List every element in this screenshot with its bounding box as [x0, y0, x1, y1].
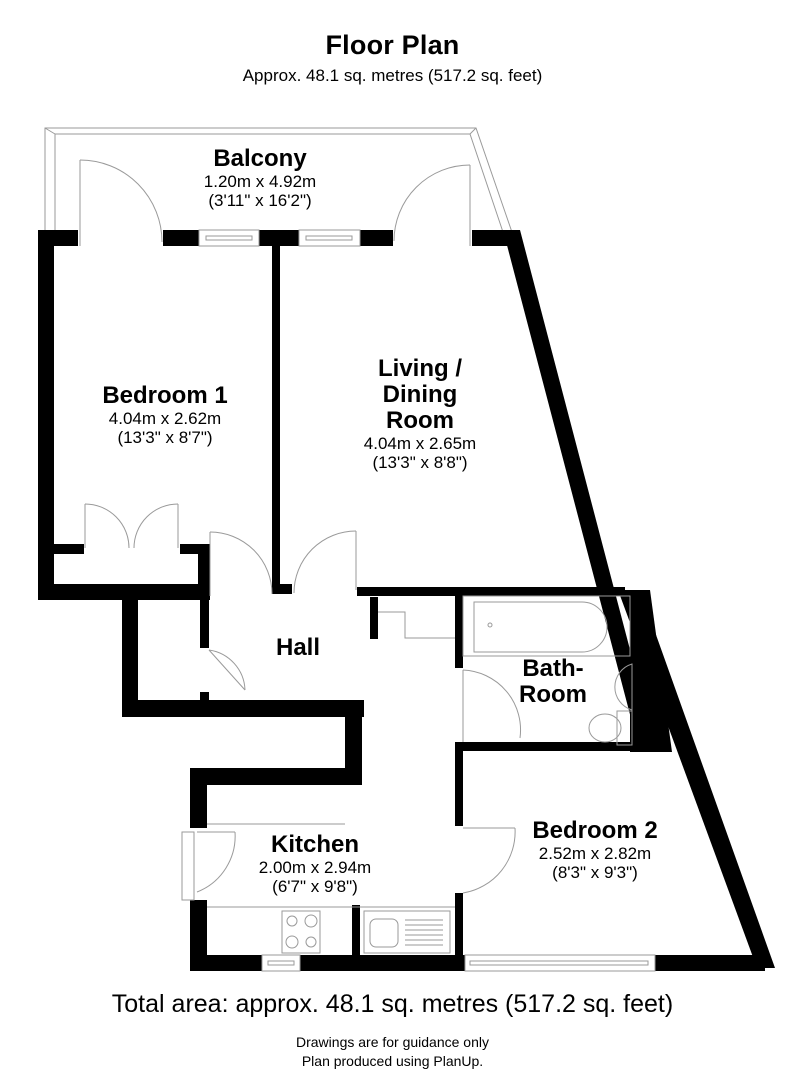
room-label-balcony: Balcony 1.20m x 4.92m (3'11" x 16'2")	[160, 146, 360, 211]
bathroom-fixtures	[462, 595, 633, 746]
total-area: Total area: approx. 48.1 sq. metres (517…	[111, 990, 674, 1018]
room-label-bedroom-1: Bedroom 1 4.04m x 2.62m (13'3" x 8'7")	[60, 383, 270, 448]
plan-title: Floor Plan	[325, 30, 460, 60]
room-name: Bedroom 1	[102, 382, 228, 409]
room-name: Balcony	[213, 145, 307, 172]
plan-subtitle: Approx. 48.1 sq. metres (517.2 sq. feet)	[242, 66, 543, 85]
credit: Plan produced using PlanUp.	[301, 1053, 484, 1069]
room-imperial: (6'7" x 9'8")	[272, 877, 358, 897]
room-name: Kitchen	[270, 831, 359, 858]
room-metric: 2.00m x 2.94m	[258, 857, 372, 877]
balcony-railing	[44, 127, 515, 239]
room-label-hall: Hall	[248, 635, 348, 661]
room-label-bedroom-2: Bedroom 2 2.52m x 2.82m (8'3" x 9'3")	[500, 818, 690, 883]
room-imperial: (13'3" x 8'7")	[117, 428, 213, 448]
room-label-kitchen: Kitchen 2.00m x 2.94m (6'7" x 9'8")	[225, 832, 405, 897]
room-metric: 4.04m x 2.62m	[108, 408, 222, 428]
room-imperial: (3'11" x 16'2")	[208, 191, 312, 211]
room-name-line3: Room	[386, 406, 454, 434]
kitchen-fixtures	[207, 823, 455, 954]
room-imperial: (13'3" x 8'8")	[372, 453, 468, 473]
door-swings	[79, 159, 522, 894]
disclaimer: Drawings are for guidance only	[296, 1034, 489, 1050]
room-metric: 1.20m x 4.92m	[203, 171, 317, 191]
room-name: Hall	[275, 634, 320, 661]
sink-drainer-lines	[405, 919, 443, 946]
room-name-line1: Living /	[378, 355, 462, 382]
room-name: Bedroom 2	[532, 817, 658, 844]
room-name-line1: Bath-	[522, 655, 584, 682]
windows	[181, 229, 656, 972]
room-metric: 4.04m x 2.65m	[363, 433, 477, 453]
room-imperial: (8'3" x 9'3")	[552, 863, 638, 883]
room-label-bathroom: Bath- Room	[498, 656, 608, 708]
room-label-living-dining: Living / Dining Room 4.04m x 2.65m (13'3…	[315, 356, 525, 473]
walls	[38, 230, 775, 971]
room-name-line2: Dining	[382, 380, 458, 408]
room-name-line2: Room	[519, 680, 587, 708]
room-metric: 2.52m x 2.82m	[538, 843, 652, 863]
